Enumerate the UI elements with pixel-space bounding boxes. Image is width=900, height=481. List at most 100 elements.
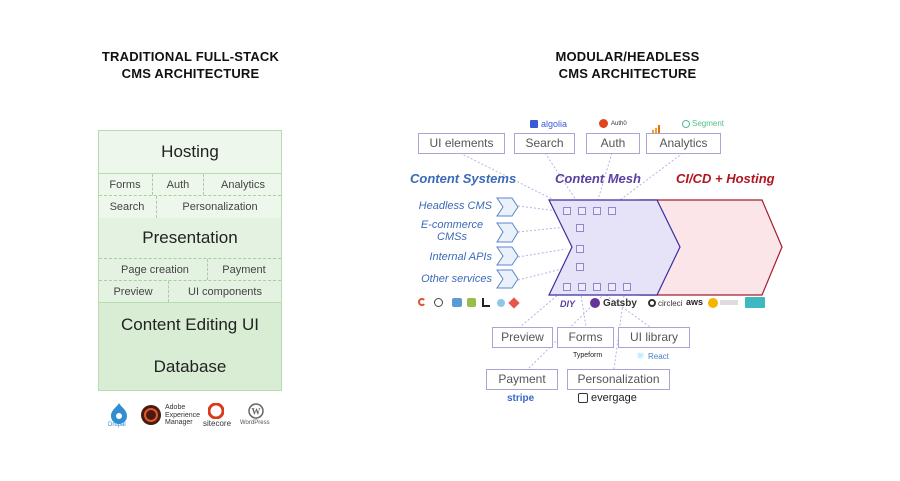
content-editing-label: Content Editing UI <box>121 315 259 334</box>
wordpress-icon <box>434 298 443 307</box>
svg-text:W: W <box>252 407 261 417</box>
traditional-stack: Hosting Forms Auth Analytics Search Pers… <box>98 130 282 391</box>
wordpress-icon: W <box>248 403 266 421</box>
database-layer: Database <box>99 347 281 390</box>
source-internal-apis: Internal APIs <box>429 251 492 263</box>
presentation-label: Presentation <box>142 228 238 247</box>
wordpress-text: WordPress <box>240 420 270 426</box>
connector-line <box>517 267 567 281</box>
left-title: TRADITIONAL FULL-STACK CMS ARCHITECTURE <box>88 48 293 82</box>
divider <box>99 302 281 303</box>
algolia-text: algolia <box>541 119 568 129</box>
source-other-services: Other services <box>421 273 492 285</box>
source-arrow <box>496 222 519 243</box>
content-editing-layer: Content Editing UI <box>99 303 281 347</box>
connector-line <box>517 248 567 258</box>
gatsby-text: Gatsby <box>603 298 637 309</box>
mesh-node <box>563 207 571 215</box>
hosting-label: Hosting <box>161 142 219 161</box>
hosting-layer: Hosting <box>99 131 281 173</box>
divider <box>207 259 208 280</box>
divider <box>156 196 157 218</box>
mesh-node <box>576 224 584 232</box>
left-title-line1: TRADITIONAL FULL-STACK <box>101 49 280 64</box>
sitecore-icon <box>207 402 226 421</box>
evergage-text: evergage <box>591 392 637 404</box>
graphql-icon <box>497 299 505 307</box>
drupal-logo: Drupal <box>108 402 132 430</box>
connector-line <box>544 152 581 207</box>
right-title: MODULAR/HEADLESS CMS ARCHITECTURE <box>530 48 725 82</box>
stripe-logo: stripe <box>507 393 535 404</box>
auth0-icon <box>599 119 608 128</box>
ui-library-box: UI library <box>618 327 690 348</box>
content-systems-heading: Content Systems <box>410 171 517 186</box>
content-mesh-chevron <box>548 199 681 296</box>
adobe-line2: Experience <box>165 411 201 419</box>
mesh-node <box>623 283 631 291</box>
services-layer <box>99 174 281 218</box>
drupal-text: Drupal <box>108 422 126 428</box>
connector-line <box>517 226 567 233</box>
mesh-node <box>593 283 601 291</box>
react-text: React <box>648 352 669 361</box>
search-box: Search <box>514 133 575 154</box>
forms-label: Forms <box>109 179 141 191</box>
bigcommerce-icon <box>482 298 490 307</box>
mesh-node <box>563 283 571 291</box>
aws-text: aws <box>686 297 704 307</box>
mesh-node <box>578 283 586 291</box>
payment-box: Payment <box>486 369 558 390</box>
circleci-icon <box>648 299 656 307</box>
ui-components-label: UI components <box>188 286 262 298</box>
mesh-node <box>608 207 616 215</box>
analytics-label: Analytics <box>220 179 266 191</box>
google-cloud-icon <box>708 298 718 308</box>
adobe-line3: Manager <box>165 419 193 426</box>
connector-line <box>579 287 587 328</box>
shopify-icon <box>467 298 476 307</box>
connector-line <box>595 287 651 328</box>
personalization-label: Personalization <box>182 201 258 213</box>
left-title-line2: CMS ARCHITECTURE <box>121 66 260 81</box>
auth-box: Auth <box>586 133 640 154</box>
ui-elements-box: UI elements <box>418 133 505 154</box>
source-arrow <box>496 197 519 217</box>
diy-label: DIY <box>560 299 576 309</box>
content-mesh-heading: Content Mesh <box>555 171 641 186</box>
mesh-node <box>576 263 584 271</box>
gatsby-icon <box>590 298 600 308</box>
right-title-line2: CMS ARCHITECTURE <box>558 66 697 81</box>
adobe-aem-text: Adobe Experience Manager <box>165 404 200 427</box>
source-headless-cms: Headless CMS <box>418 200 492 212</box>
netlify-icon <box>745 297 765 308</box>
segment-text: Segment <box>692 119 725 128</box>
mesh-node <box>608 283 616 291</box>
source-arrow <box>496 269 519 289</box>
drupal-icon <box>452 298 462 307</box>
source-ecommerce-label: E-commerce CMSs <box>420 219 484 243</box>
adobe-line1: Adobe <box>165 404 186 411</box>
cicd-heading: CI/CD + Hosting <box>676 171 775 186</box>
algolia-icon <box>530 120 538 128</box>
mesh-node <box>578 207 586 215</box>
page-creation-label: Page creation <box>121 264 189 276</box>
divider <box>203 174 204 195</box>
mesh-node <box>576 245 584 253</box>
right-title-line1: MODULAR/HEADLESS <box>555 49 700 64</box>
source-arrow <box>496 246 519 266</box>
divider <box>99 280 281 281</box>
evergage-icon <box>578 393 588 403</box>
google-analytics-icon <box>652 120 660 133</box>
google-cloud-wordmark <box>720 300 738 305</box>
personalization-box: Personalization <box>567 369 670 390</box>
auth-label: Auth <box>166 179 190 191</box>
sitecore-text: sitecore <box>203 419 232 428</box>
divider <box>99 173 281 174</box>
analytics-box: Analytics <box>646 133 721 154</box>
preview-box: Preview <box>492 327 553 348</box>
presentation-layer: Presentation <box>99 218 281 258</box>
segment-icon <box>682 120 690 128</box>
auth0-text: Auth0 <box>611 121 627 127</box>
